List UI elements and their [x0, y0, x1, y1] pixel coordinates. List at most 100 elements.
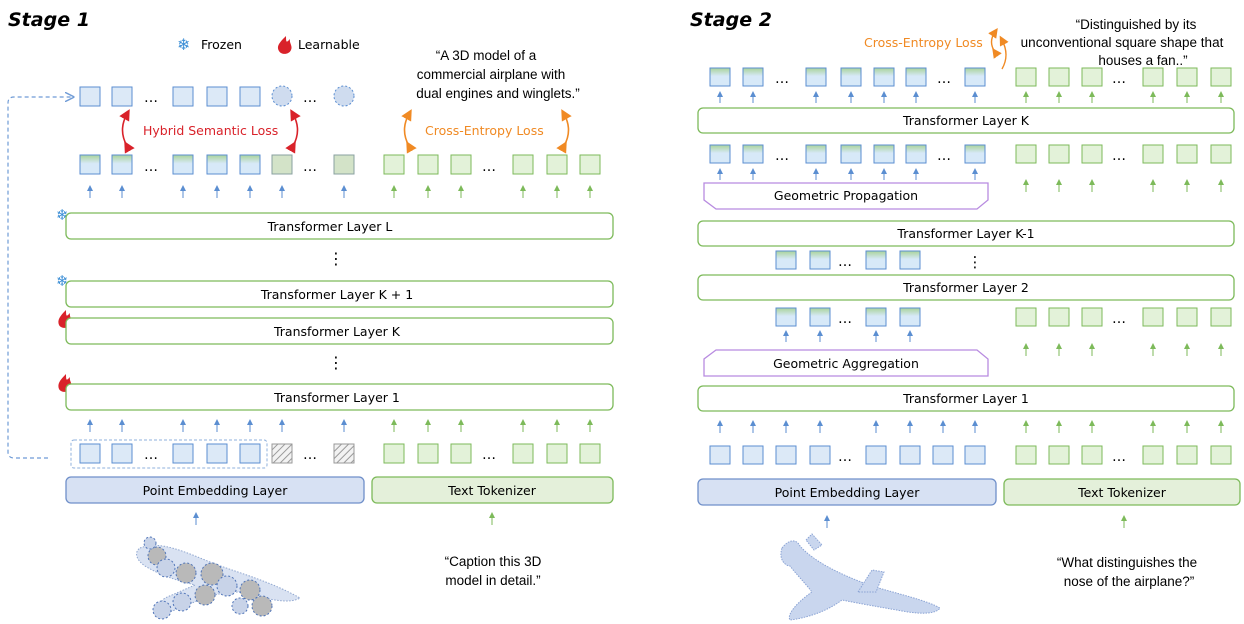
transformer-layer-L-label: Transformer Layer L [267, 219, 393, 234]
token [899, 307, 921, 327]
ellipsis: … [1112, 71, 1126, 87]
token [1015, 67, 1037, 87]
stage2-arrows-4 [717, 420, 1224, 433]
token [1081, 307, 1103, 327]
masked-token [271, 443, 293, 464]
stage2-output-tokens: … … … [709, 67, 1232, 87]
stage2-point-embedding-label: Point Embedding Layer [775, 485, 921, 500]
text-tokenizer [371, 476, 614, 504]
token [206, 443, 228, 464]
svg-text:commercial airplane with: commercial airplane with [417, 67, 566, 82]
token [899, 445, 921, 465]
svg-text:“What distinguishes the: “What distinguishes the [1057, 555, 1197, 570]
token [1048, 144, 1070, 164]
hybrid-loss-arrow-right [285, 109, 301, 154]
airplane-point-cloud-icon [780, 533, 941, 621]
ellipsis: … [937, 71, 951, 87]
transformer-layer-1 [65, 383, 614, 411]
stage2-point-embedding-layer [697, 478, 997, 506]
token [450, 154, 472, 175]
feedback-arrow [7, 97, 72, 459]
token [775, 445, 797, 465]
ellipsis: … [775, 148, 789, 164]
token [546, 443, 568, 464]
stage2-transformer-layer-1 [697, 385, 1235, 412]
ellipsis: … [1112, 148, 1126, 164]
token [809, 307, 831, 327]
token [206, 86, 228, 107]
token [271, 154, 293, 175]
token [775, 307, 797, 327]
stage2-text-tokenizer [1003, 478, 1241, 506]
ellipsis: … [303, 159, 317, 175]
ce-loss-label-stage1: Cross-Entropy Loss [425, 123, 544, 138]
token [964, 445, 986, 465]
token [1176, 307, 1198, 327]
token [775, 250, 797, 270]
point-patch-icon [333, 85, 355, 107]
point-embedding-label: Point Embedding Layer [143, 483, 289, 498]
svg-text:“Distinguished by its: “Distinguished by its [1076, 17, 1197, 32]
token [206, 154, 228, 175]
stage1-title: Stage 1 [8, 9, 90, 31]
svg-text:model in detail.”: model in detail.” [445, 573, 540, 588]
token [579, 154, 601, 175]
transformer-layer-K [65, 317, 614, 345]
point-embedding-layer [65, 476, 365, 504]
stage2-aggregated-tokens-2: … … [775, 307, 1232, 327]
ellipsis: … [144, 90, 158, 106]
token [865, 307, 887, 327]
token [1176, 445, 1198, 465]
transformer-layer-L [65, 212, 614, 240]
token [239, 443, 261, 464]
ellipsis: … [937, 148, 951, 164]
token [1048, 307, 1070, 327]
token [1210, 445, 1232, 465]
token [805, 144, 827, 164]
token [111, 154, 133, 175]
token [1210, 307, 1232, 327]
ellipsis: … [303, 90, 317, 106]
stage2-text-tokenizer-label: Text Tokenizer [1077, 485, 1167, 500]
svg-text:dual engines and winglets.”: dual engines and winglets.” [416, 86, 580, 101]
token [840, 144, 862, 164]
token [1142, 307, 1164, 327]
visible-token-group [70, 439, 268, 469]
svg-text:houses a fan..”: houses a fan..” [1098, 53, 1187, 68]
svg-text:“Caption this 3D: “Caption this 3D [445, 554, 542, 569]
token [111, 443, 133, 464]
stage2-layer-K-1-label: Transformer Layer K-1 [896, 226, 1034, 241]
stage1-input-prompt: “Caption this 3D model in detail.” [445, 554, 542, 588]
stage2-layer-1-label: Transformer Layer 1 [902, 391, 1029, 406]
ellipsis: … [144, 159, 158, 175]
transformer-layer-K-plus-1 [65, 280, 614, 308]
ellipsis: … [303, 447, 317, 463]
ellipsis: … [838, 254, 852, 270]
token [809, 445, 831, 465]
learnable-label: Learnable [298, 37, 360, 52]
token [1081, 67, 1103, 87]
token [417, 154, 439, 175]
ellipsis: … [838, 311, 852, 327]
vdots: ⋮ [968, 253, 983, 271]
token [840, 67, 862, 87]
token [239, 86, 261, 107]
token [809, 250, 831, 270]
stage2-mid-tokens: … … … [709, 144, 1232, 164]
airplane-point-cloud-icon [136, 536, 301, 620]
stage2-aggregated-tokens-1: … [775, 250, 921, 270]
frozen-label: Frozen [201, 37, 242, 52]
token [79, 86, 101, 107]
ellipsis: … [482, 447, 496, 463]
token [1015, 445, 1037, 465]
token [1081, 144, 1103, 164]
stage2-title: Stage 2 [690, 9, 772, 31]
ce-loss-arrow-left [988, 27, 1002, 59]
token [1015, 144, 1037, 164]
geometric-propagation-block [703, 182, 989, 210]
stage2-arrows-2 [717, 168, 1224, 192]
stage2-arrows-1 [717, 91, 1224, 103]
geometric-aggregation-block [703, 349, 989, 377]
token [905, 144, 927, 164]
token [964, 67, 986, 87]
